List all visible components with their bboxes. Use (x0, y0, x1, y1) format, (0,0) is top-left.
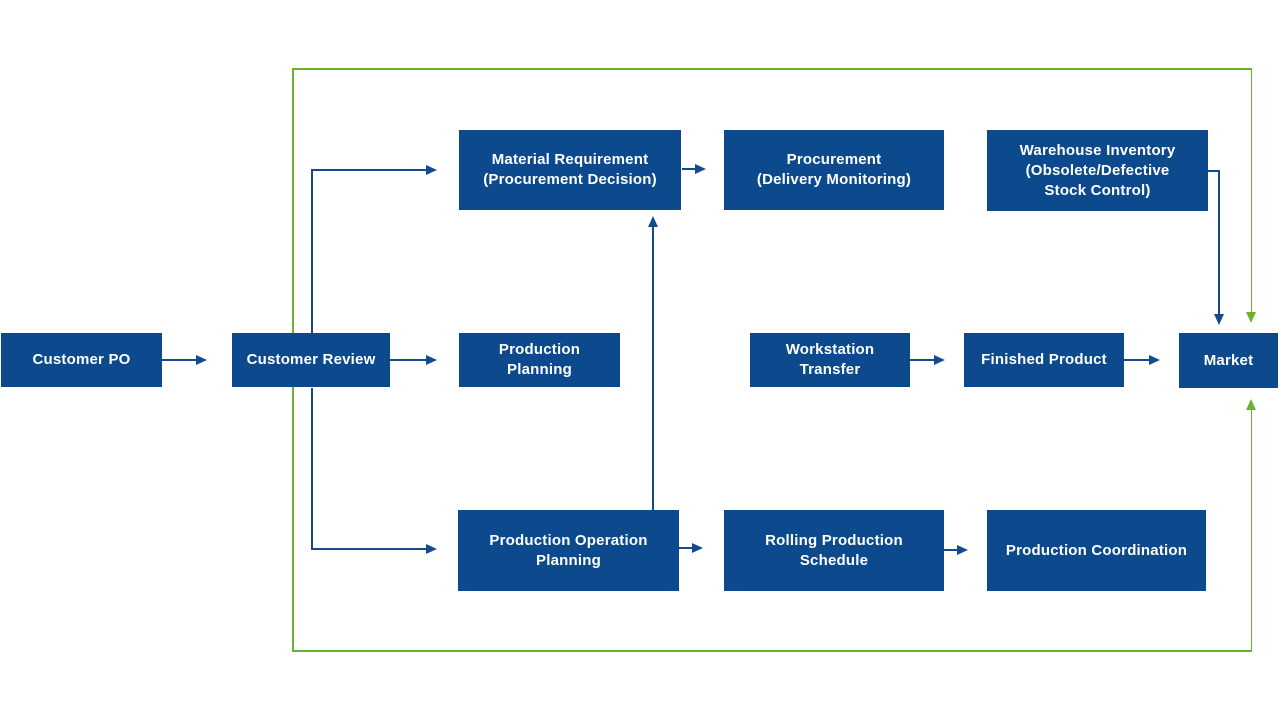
connector-finished-to-market-arrowhead-icon (1149, 354, 1160, 365)
connector-review-to-material-requirement-line (311, 169, 426, 171)
connector-operation-to-rolling-line (679, 547, 692, 549)
loop-border-right-upper-line (1250, 68, 1252, 312)
node-market: Market (1179, 333, 1278, 388)
loop-border-right-lower-line (1250, 410, 1252, 651)
connector-review-to-material-requirement-arrowhead-icon (426, 164, 437, 175)
node-finished-product: Finished Product (964, 333, 1124, 387)
node-procurement: Procurement (Delivery Monitoring) (724, 130, 944, 210)
node-production-operation-planning: Production Operation Planning (458, 510, 679, 591)
node-customer-review: Customer Review (232, 333, 390, 387)
loop-border-top-line (292, 68, 1252, 70)
connector-workstation-to-finished-line (910, 359, 934, 361)
connector-rolling-to-coordination-line (944, 549, 957, 551)
connector-review-to-production-operation-arrowhead-icon (426, 543, 437, 554)
connector-operation-up-to-material-arrowhead-icon (647, 216, 658, 227)
connector-warehouse-to-market-arrowhead-icon (1213, 314, 1224, 325)
connector-review-to-production-planning-arrowhead-icon (426, 354, 437, 365)
node-production-coordination: Production Coordination (987, 510, 1206, 591)
connector-warehouse-to-market-vline (1218, 170, 1220, 314)
connector-review-to-production-planning-line (390, 359, 426, 361)
connector-review-branch-down-vline (311, 388, 313, 549)
connector-finished-to-market-line (1124, 359, 1149, 361)
connector-material-to-procurement-arrowhead-icon (695, 163, 706, 174)
node-warehouse-inventory: Warehouse Inventory (Obsolete/Defective … (987, 130, 1208, 211)
connector-po-to-review-line (162, 359, 196, 361)
connector-po-to-review-arrowhead-icon (196, 354, 207, 365)
node-material-requirement: Material Requirement (Procurement Decisi… (459, 130, 681, 210)
node-production-planning: Production Planning (459, 333, 620, 387)
connector-workstation-to-finished-arrowhead-icon (934, 354, 945, 365)
connector-material-to-procurement-line (682, 168, 695, 170)
connector-warehouse-to-market-stub-line (1208, 170, 1219, 172)
loop-arrowhead-up-into-market-icon (1245, 399, 1256, 410)
node-workstation-transfer: Workstation Transfer (750, 333, 910, 387)
loop-border-bottom-line (292, 650, 1252, 652)
connector-review-to-production-operation-line (311, 548, 426, 550)
loop-arrowhead-down-into-market-icon (1245, 312, 1256, 323)
connector-review-branch-up-vline (311, 170, 313, 333)
connector-rolling-to-coordination-arrowhead-icon (957, 544, 968, 555)
connector-operation-up-to-material-vline (652, 227, 654, 510)
node-rolling-production-schedule: Rolling Production Schedule (724, 510, 944, 591)
connector-operation-to-rolling-arrowhead-icon (692, 542, 703, 553)
node-customer-po: Customer PO (1, 333, 162, 387)
